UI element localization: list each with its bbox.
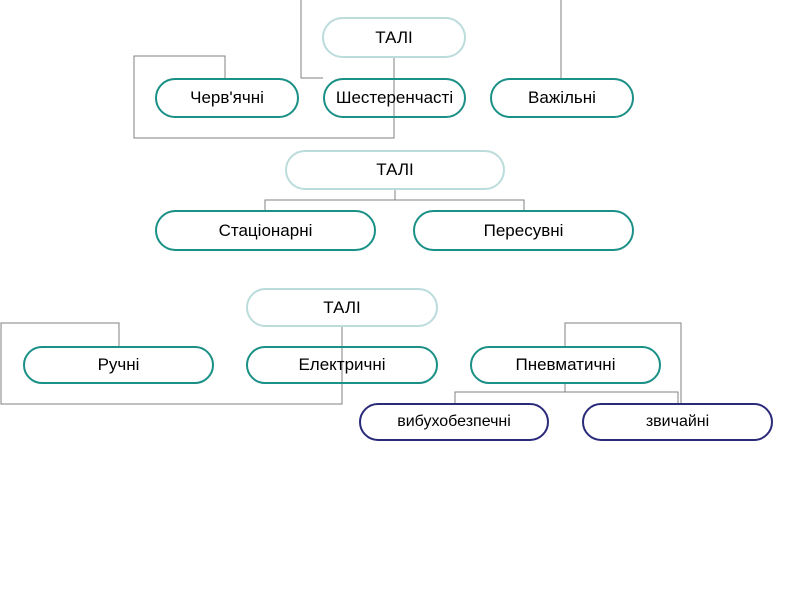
node-stationary: Стаціонарні [155,210,376,251]
node-explosion-proof: вибухобезпечні [359,403,549,441]
node-gear: Шестеренчасті [323,78,466,118]
node-manual: Ручні [23,346,214,384]
diagram3-root-node: ТАЛІ [246,288,438,327]
node-worm: Черв'ячні [155,78,299,118]
diagram2-root-node: ТАЛІ [285,150,505,190]
node-mobile: Пересувні [413,210,634,251]
node-ordinary: звичайні [582,403,773,441]
node-pneumatic: Пневматичні [470,346,661,384]
node-electric: Електричні [246,346,438,384]
diagram1-root-node: ТАЛІ [322,17,466,58]
node-lever: Важільні [490,78,634,118]
